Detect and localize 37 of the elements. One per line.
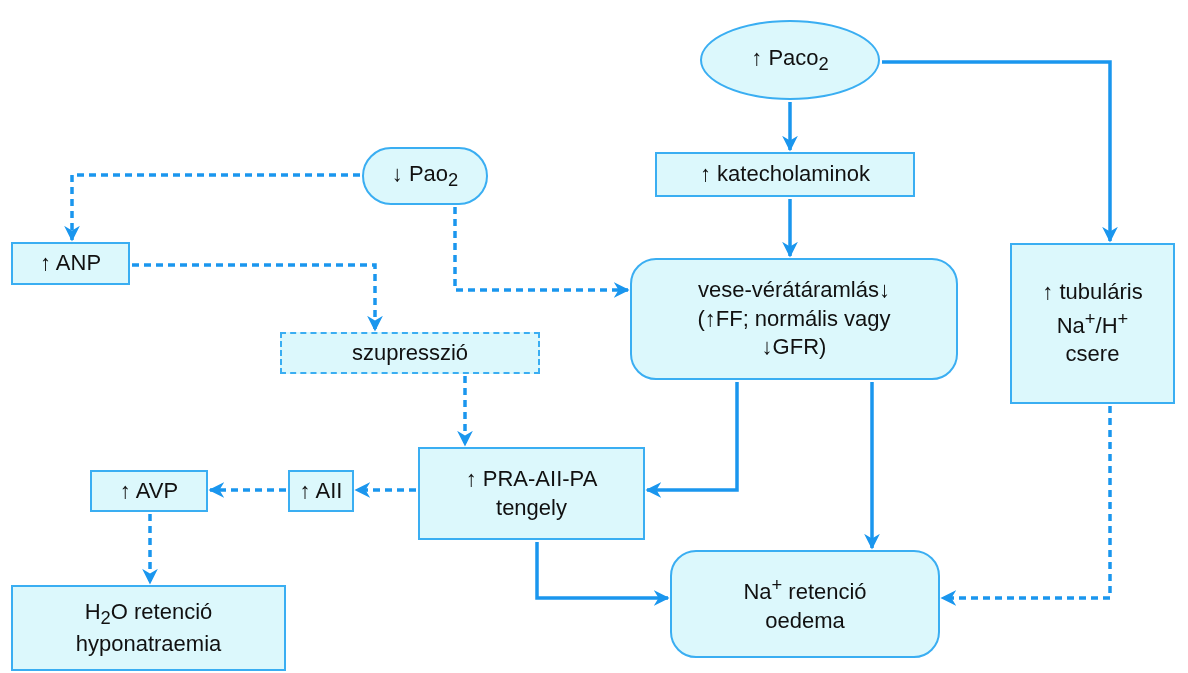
- node-label: ↑ tubuláris Na$^{+}$/H$^{+}$ csere: [1041, 277, 1144, 369]
- arrow: [142, 514, 158, 585]
- node-label: ↑ Paco$_{2}$: [751, 43, 829, 77]
- arrow: [453, 207, 630, 298]
- arrow: [208, 482, 286, 498]
- arrow: [457, 376, 473, 447]
- process-box: [90, 470, 208, 512]
- node-label: Na$^{+}$ retenció oedema: [742, 572, 868, 635]
- arrow: [354, 482, 416, 498]
- node-label: ↓ Pao$_{2}$: [391, 159, 459, 193]
- node-label: ↑ katecholaminok: [700, 160, 870, 189]
- dashed-process-box: [280, 332, 540, 374]
- process-box: [11, 585, 286, 671]
- node-label: ↑ AVP: [119, 476, 179, 505]
- arrow: [882, 60, 1118, 243]
- arrow: [782, 102, 798, 152]
- start-pill: [362, 147, 488, 205]
- arrow: [132, 263, 383, 332]
- node-label: H$_{2}$O retenció hyponatraemia: [74, 597, 223, 658]
- arrow: [940, 406, 1112, 606]
- rounded-process-box: [670, 550, 940, 658]
- arrow: [64, 173, 360, 242]
- node-label: szupresszió: [351, 338, 469, 367]
- arrow: [864, 382, 880, 550]
- arrow: [535, 542, 670, 606]
- node-label: vese-vérátáramlás↓ (↑FF; normális vagy ↓GFR): [696, 276, 892, 362]
- process-box: [288, 470, 354, 512]
- node-label: ↑ PRA-AII-PA tengely: [464, 464, 599, 522]
- process-box: [1010, 243, 1175, 404]
- rounded-process-box: [630, 258, 958, 380]
- process-box: [11, 242, 130, 285]
- process-box: [418, 447, 645, 540]
- arrow: [782, 199, 798, 258]
- node-label: ↑ ANP: [39, 249, 102, 278]
- arrow: [645, 382, 739, 498]
- process-box: [655, 152, 915, 197]
- node-label: ↑ AII: [299, 476, 343, 505]
